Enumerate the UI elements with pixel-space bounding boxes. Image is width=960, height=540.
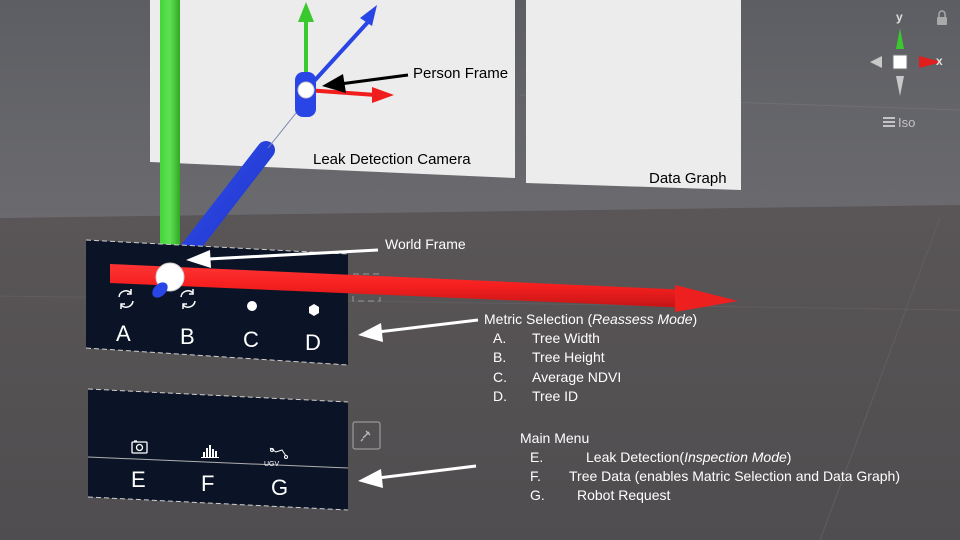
metric-button-b[interactable]: B bbox=[180, 324, 195, 349]
gizmo-y-cone[interactable] bbox=[896, 28, 904, 49]
metric-arrow bbox=[377, 318, 479, 334]
person-x-axis bbox=[305, 88, 377, 97]
menu-arrow bbox=[377, 464, 477, 480]
world-frame-arrowhead bbox=[186, 250, 211, 268]
data-graph-panel[interactable] bbox=[526, 0, 741, 190]
panel-border bbox=[87, 496, 349, 511]
menu-button-g[interactable]: G bbox=[271, 475, 289, 500]
refresh-icon bbox=[180, 289, 196, 309]
menu-arrowhead bbox=[358, 469, 383, 488]
panel-border bbox=[87, 388, 349, 403]
main-menu-heading: Main Menu bbox=[520, 430, 590, 446]
bar-chart-icon bbox=[201, 445, 219, 458]
metric-button-c[interactable]: C bbox=[243, 327, 259, 352]
panel-border bbox=[85, 347, 349, 366]
grid-line bbox=[819, 217, 941, 540]
person-frame-arrowhead bbox=[322, 74, 346, 93]
pin-button[interactable] bbox=[352, 421, 381, 450]
metric-arrowhead bbox=[358, 323, 383, 342]
list-item: A.Tree Width bbox=[493, 330, 600, 346]
hamburger-icon[interactable] bbox=[883, 117, 895, 127]
gizmo-x-label: x bbox=[936, 54, 943, 68]
person-y-arrowhead bbox=[298, 2, 314, 22]
list-item: B.Tree Height bbox=[493, 349, 605, 365]
menu-divider bbox=[87, 456, 349, 469]
gizmo-negy-cone[interactable] bbox=[896, 76, 904, 96]
metric-button-a[interactable]: A bbox=[116, 321, 131, 346]
list-item: C.Average NDVI bbox=[493, 369, 622, 385]
view-mode-label[interactable]: Iso bbox=[898, 115, 916, 130]
person-x-arrowhead bbox=[372, 87, 394, 103]
list-item: E.Leak Detection(Inspection Mode) bbox=[530, 449, 792, 465]
person-z-axis bbox=[304, 20, 370, 92]
main-menu-panel[interactable] bbox=[88, 389, 348, 510]
dot-icon bbox=[309, 304, 319, 316]
data-graph-caption: Data Graph bbox=[649, 170, 727, 187]
world-frame-arrow bbox=[207, 248, 379, 261]
list-item: F.Tree Data (enables Matric Selection an… bbox=[530, 468, 900, 484]
list-item: G.Robot Request bbox=[530, 487, 671, 503]
person-frame-arrow bbox=[339, 73, 409, 86]
robot-icon bbox=[269, 447, 288, 459]
dot-icon bbox=[247, 301, 257, 311]
person-frame-origin bbox=[297, 81, 315, 99]
gizmo-negx-cone[interactable] bbox=[870, 56, 882, 68]
list-item: D.Tree ID bbox=[493, 388, 579, 404]
axis-line bbox=[267, 107, 301, 149]
gizmo-center-cube[interactable] bbox=[892, 54, 908, 70]
x-axis bbox=[110, 264, 690, 308]
orientation-gizmo[interactable] bbox=[870, 28, 942, 96]
gizmo-x-cone[interactable] bbox=[919, 56, 942, 68]
panel-border bbox=[85, 239, 349, 255]
menu-button-f[interactable]: F bbox=[201, 471, 215, 496]
person-frame-label: Person Frame bbox=[413, 65, 509, 82]
person-z-arrowhead bbox=[360, 5, 377, 26]
x-axis-arrowhead bbox=[675, 285, 738, 312]
leak-camera-caption: Leak Detection Camera bbox=[313, 151, 471, 168]
ugv-caption: UGV bbox=[264, 461, 280, 468]
world-frame-label: World Frame bbox=[385, 236, 466, 252]
gizmo-y-label: y bbox=[896, 10, 903, 24]
refresh-icon bbox=[118, 289, 134, 309]
pin-icon bbox=[360, 430, 371, 442]
metric-button-d[interactable]: D bbox=[305, 330, 321, 355]
menu-button-e[interactable]: E bbox=[131, 467, 146, 492]
lock-icon[interactable] bbox=[937, 10, 947, 25]
metric-selection-heading: Metric Selection (Reassess Mode) bbox=[484, 311, 698, 327]
z-axis-cap bbox=[152, 282, 168, 298]
camera-icon bbox=[131, 440, 148, 454]
